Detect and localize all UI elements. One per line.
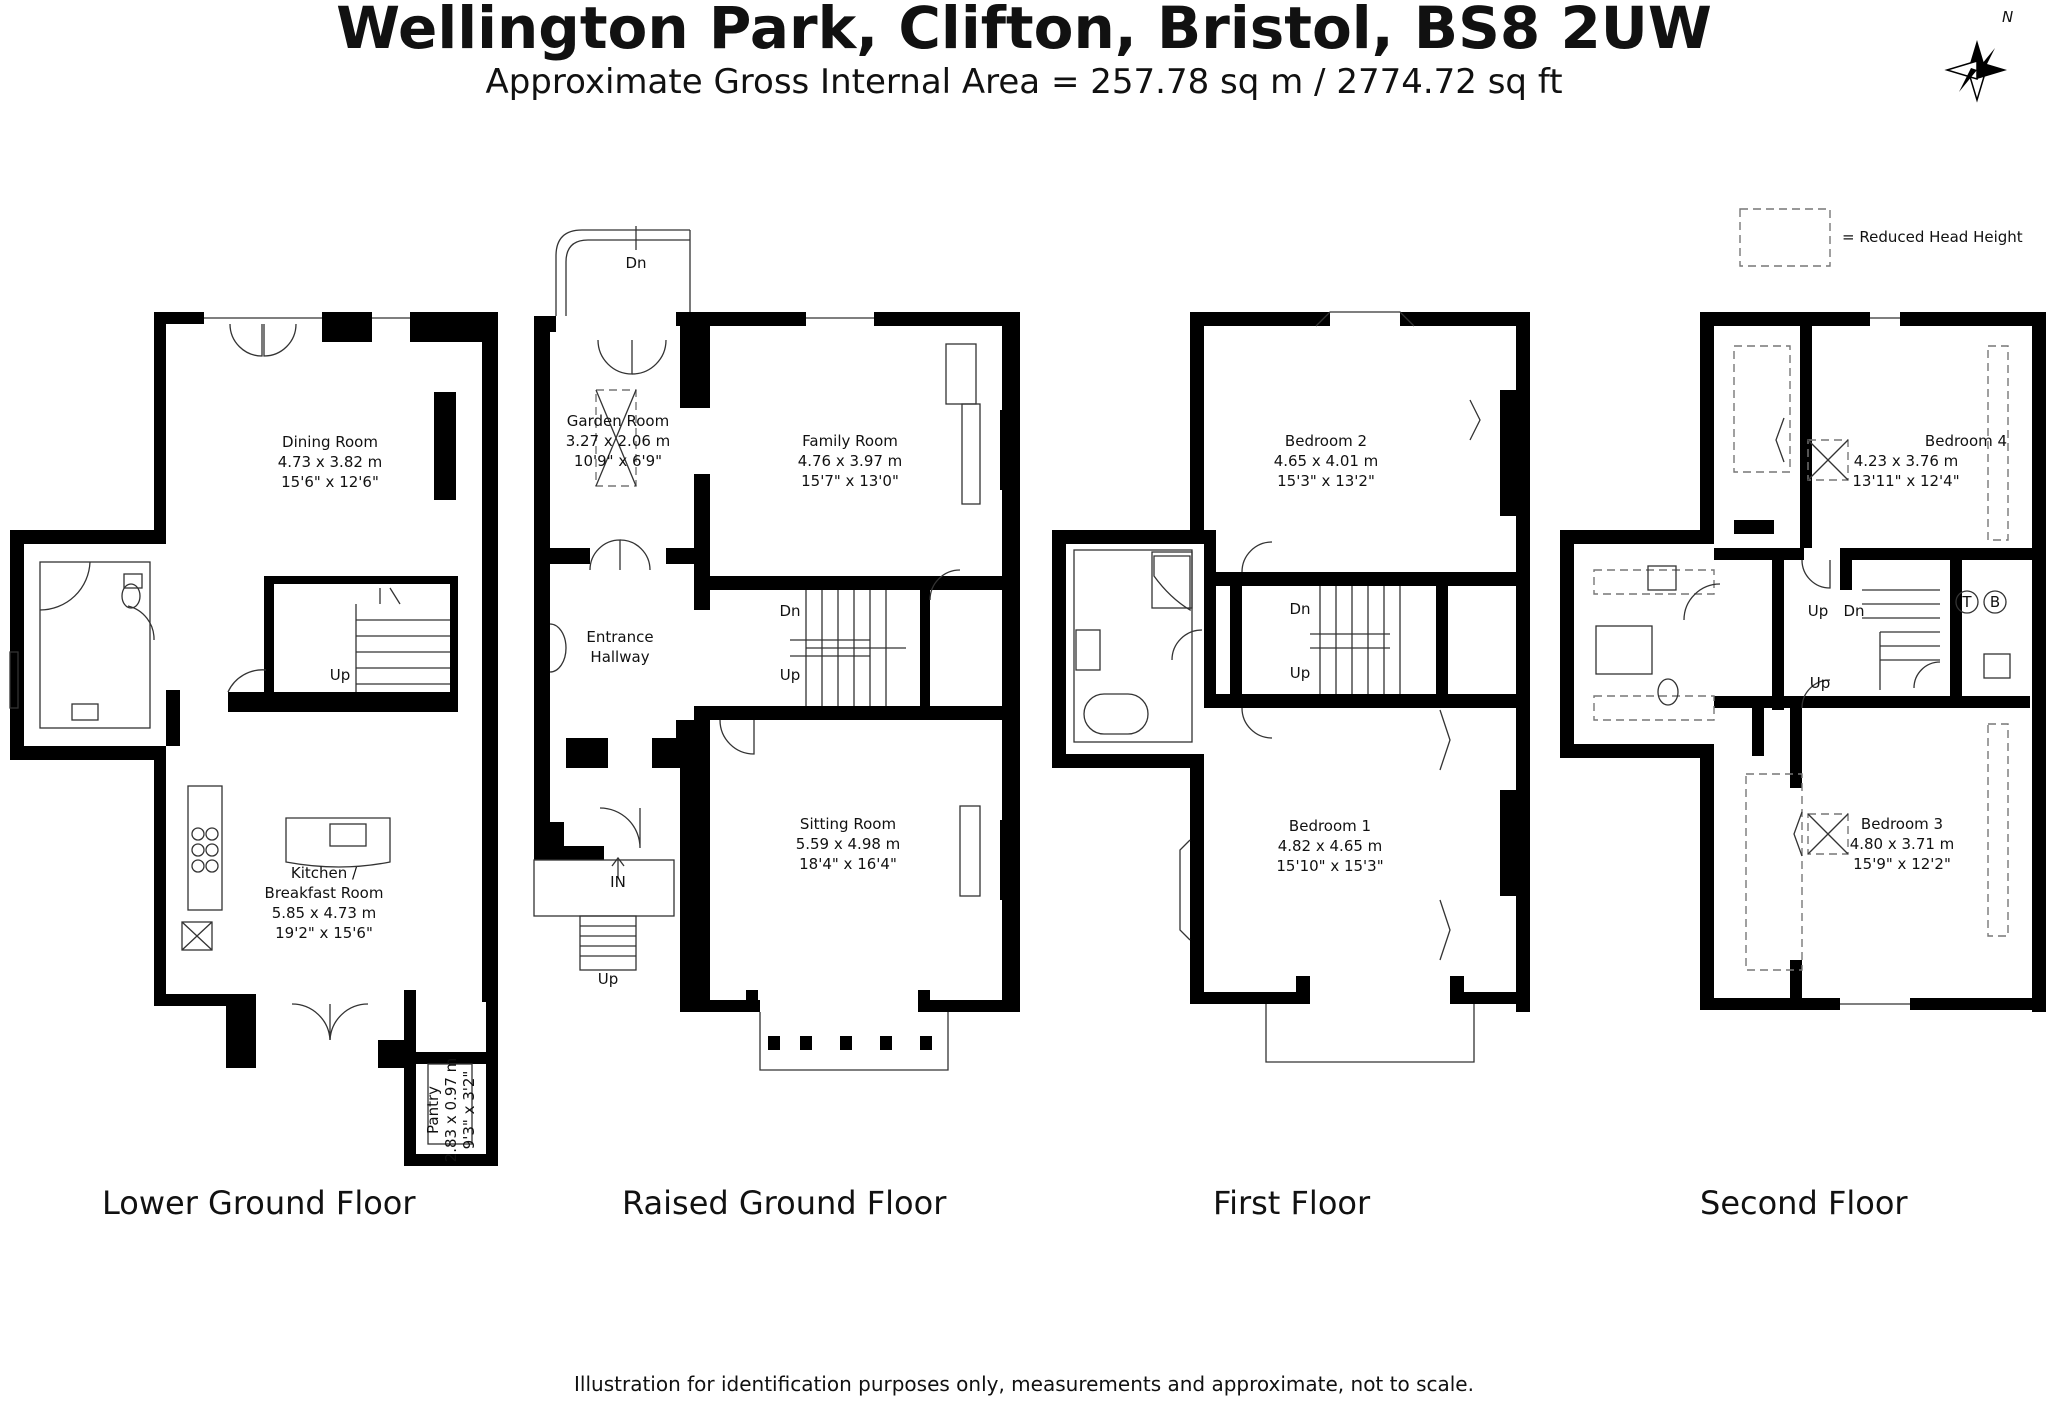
family-room-label: Family Room — [802, 432, 898, 450]
dining-room-imperial: 15'6" x 12'6" — [281, 473, 379, 491]
lower-ground-stairs-up: Up — [330, 666, 351, 684]
cupboard-t-label: T — [1961, 593, 1972, 611]
bedroom-1-metric: 4.82 x 4.65 m — [1278, 837, 1383, 855]
garden-room-metric: 3.27 x 2.06 m — [566, 432, 671, 450]
family-room-metric: 4.76 x 3.97 m — [798, 452, 903, 470]
pantry-imperial: 9'3" x 3'2" — [460, 1071, 478, 1150]
disclaimer-footer: Illustration for identification purposes… — [574, 1372, 1474, 1396]
first-floor-stairs-up: Up — [1290, 664, 1311, 682]
bedroom-2-imperial: 15'3" x 13'2" — [1277, 472, 1375, 490]
dining-room-label: Dining Room — [282, 433, 378, 451]
page-title: Wellington Park, Clifton, Bristol, BS8 2… — [336, 0, 1712, 62]
second-floor-stairs-dn: Dn — [1843, 602, 1864, 620]
gross-area-subtitle: Approximate Gross Internal Area = 257.78… — [485, 62, 1563, 102]
pantry-label: Pantry — [424, 1086, 442, 1134]
raised-ground-dn-top: Dn — [625, 254, 646, 272]
bedroom-3-label: Bedroom 3 — [1861, 815, 1943, 833]
sitting-room-imperial: 18'4" x 16'4" — [799, 855, 897, 873]
second-floor-landing-up: Up — [1810, 674, 1831, 692]
floor-label-lower-ground: Lower Ground Floor — [102, 1184, 416, 1222]
bedroom-1-label: Bedroom 1 — [1289, 817, 1371, 835]
entrance-hallway-line1: Entrance — [586, 628, 653, 646]
raised-ground-stairs-dn: Dn — [779, 602, 800, 620]
sitting-room-label: Sitting Room — [800, 815, 896, 833]
bedroom-4-metric: 4.23 x 3.76 m — [1854, 452, 1959, 470]
reduced-head-height-swatch — [1739, 208, 1831, 267]
dining-room-metric: 4.73 x 3.82 m — [278, 453, 383, 471]
first-floor-stairs-dn: Dn — [1289, 600, 1310, 618]
pantry-metric: 2.83 x 0.97 m — [442, 1058, 460, 1163]
garden-room-imperial: 10'9" x 6'9" — [574, 452, 662, 470]
floor-label-raised-ground: Raised Ground Floor — [622, 1184, 947, 1222]
kitchen-label-line1: Kitchen / — [291, 864, 358, 882]
floor-label-second: Second Floor — [1700, 1184, 1908, 1222]
bedroom-2-metric: 4.65 x 4.01 m — [1274, 452, 1379, 470]
garden-room-label: Garden Room — [567, 412, 669, 430]
legend-label: = Reduced Head Height — [1842, 228, 2023, 246]
bedroom-4-imperial: 13'11" x 12'4" — [1852, 472, 1959, 490]
cupboard-b-label: B — [1990, 593, 2000, 611]
floor-label-first: First Floor — [1213, 1184, 1371, 1222]
compass-icon: N — [1944, 8, 2013, 103]
pantry-label-group: Pantry 2.83 x 0.97 m 9'3" x 3'2" — [424, 1058, 478, 1163]
kitchen-imperial: 19'2" x 15'6" — [275, 924, 373, 942]
second-floor-plan — [1560, 312, 2046, 1012]
compass-north-label: N — [2002, 8, 2013, 26]
raised-ground-stairs-up: Up — [780, 666, 801, 684]
first-floor-plan — [1052, 311, 1530, 1063]
bedroom-2-label: Bedroom 2 — [1285, 432, 1367, 450]
bedroom-3-imperial: 15'9" x 12'2" — [1853, 855, 1951, 873]
bedroom-3-metric: 4.80 x 3.71 m — [1850, 835, 1955, 853]
sitting-room-metric: 5.59 x 4.98 m — [796, 835, 901, 853]
bedroom-4-label: Bedroom 4 — [1925, 432, 2007, 450]
raised-ground-floor-plan — [533, 226, 1020, 1071]
bedroom-1-imperial: 15'10" x 15'3" — [1276, 857, 1383, 875]
second-floor-stairs-up: Up — [1808, 602, 1829, 620]
family-room-imperial: 15'7" x 13'0" — [801, 472, 899, 490]
raised-ground-steps-up: Up — [598, 970, 619, 988]
kitchen-label-line2: Breakfast Room — [265, 884, 384, 902]
raised-ground-entry-in: IN — [610, 873, 626, 891]
lower-ground-floor-plan — [9, 312, 498, 1166]
entrance-hallway-line2: Hallway — [590, 648, 649, 666]
kitchen-metric: 5.85 x 4.73 m — [272, 904, 377, 922]
